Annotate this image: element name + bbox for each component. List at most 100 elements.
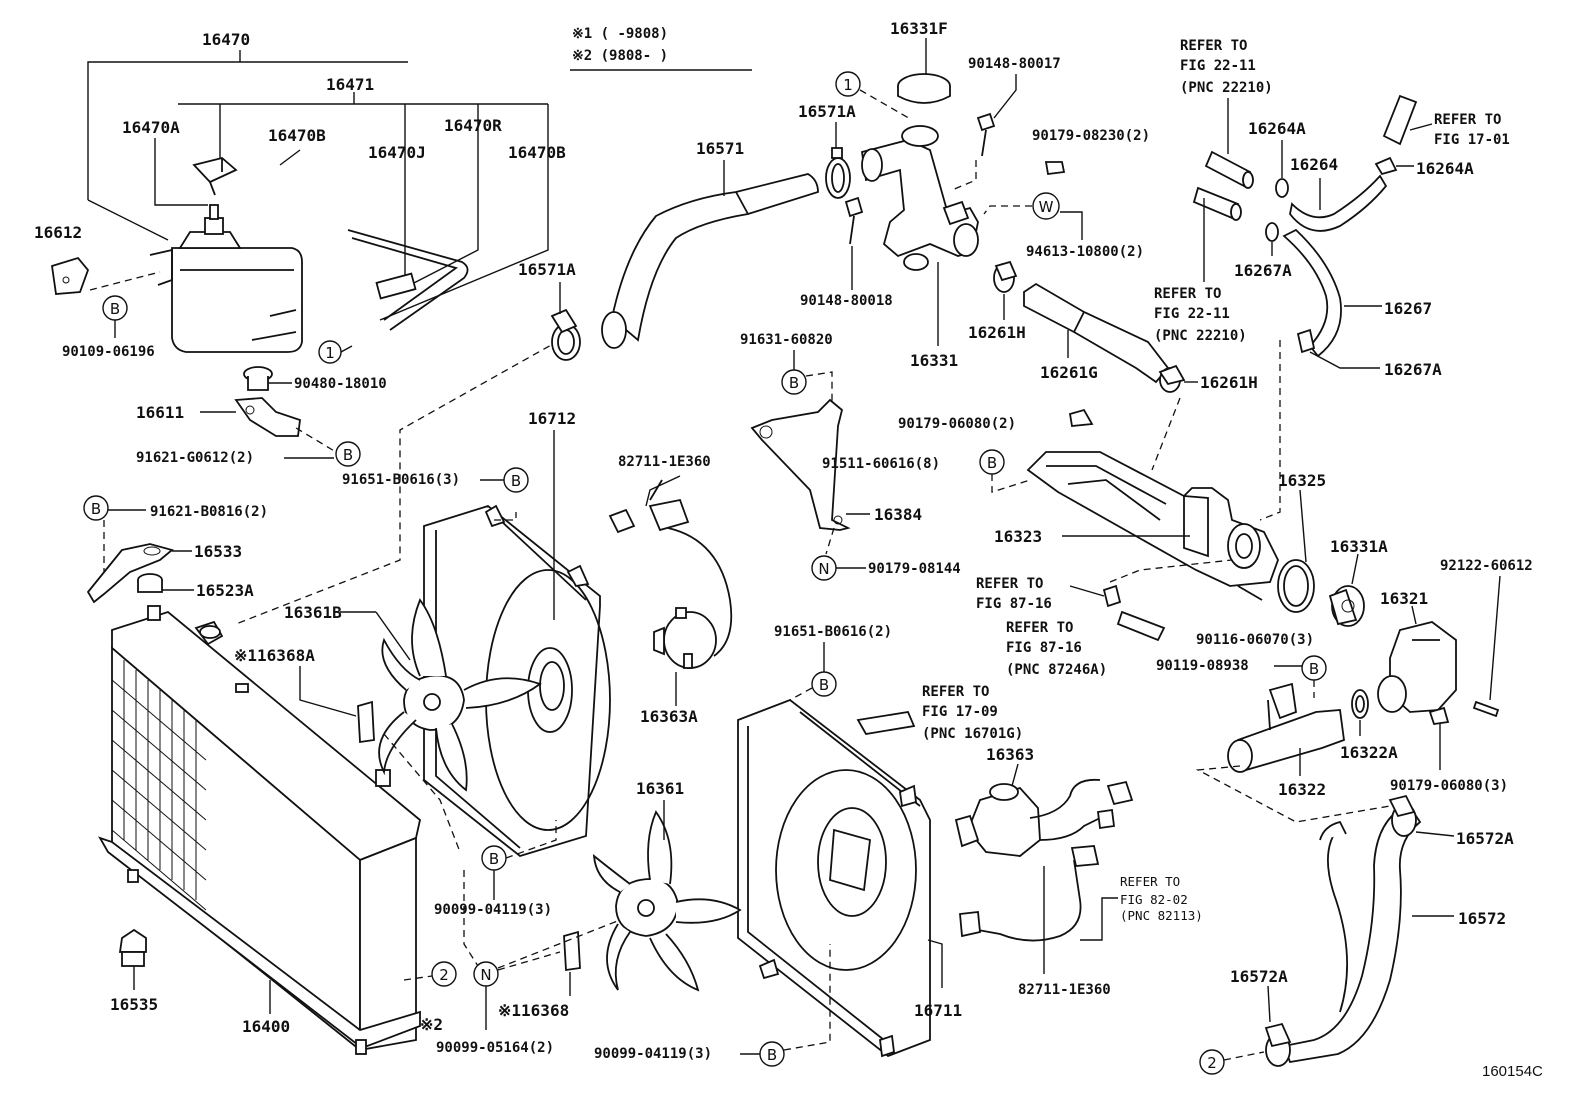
bracket-16533 (86, 543, 174, 604)
label-16471: 16471 (326, 75, 374, 94)
refer-22-11-mid-line1: REFER TO (1154, 286, 1221, 302)
dash-90148a (951, 160, 977, 191)
applicability-note-2: ※2 (9808- ) (572, 48, 668, 64)
label-16322A: 16322A (1340, 743, 1398, 762)
reservoir-tank (149, 204, 303, 353)
label-16400: 16400 (242, 1017, 290, 1036)
clamp-16267A-lower (1296, 328, 1316, 354)
leader-16361B-b (375, 611, 411, 661)
gasket-16322A (1351, 689, 1369, 719)
seal-ref-17-09 (856, 711, 916, 735)
applicability-note-1: ※1 ( -9808) (572, 26, 668, 42)
label-16331: 16331 (910, 351, 958, 370)
leader-refer-82-02 (1080, 897, 1118, 941)
housing-16323 (1026, 451, 1279, 587)
label-82711-b: 82711-1E360 (1018, 982, 1111, 998)
refer-17-09-line3: (PNC 16701G) (922, 726, 1023, 742)
label-16331F: 16331F (890, 19, 948, 38)
cushion-16523A (137, 573, 163, 593)
callout-b-90109: B (102, 295, 128, 338)
label-16470B-lower: 16470B (508, 143, 566, 162)
label-90179a: 90179-08230(2) (1032, 128, 1150, 144)
dash-16261H-lower (1151, 397, 1181, 471)
thermostat-16331A (1328, 585, 1365, 627)
label-16361B: 16361B (284, 603, 342, 622)
stud-92122 (1472, 700, 1500, 718)
label-91621B: 91621-B0816(2) (150, 504, 268, 520)
label-16533: 16533 (194, 542, 242, 561)
label-16535: 16535 (110, 995, 158, 1014)
callout-b-91651-a: B (480, 467, 529, 493)
label-16571: 16571 (696, 139, 744, 158)
svg-text:B: B (343, 446, 353, 464)
refer-82-02-line3: (PNC 82113) (1120, 908, 1203, 923)
refer-17-01-line1: REFER TO (1434, 112, 1501, 128)
nut-90179-06080-2 (1068, 408, 1094, 427)
callout-1-outlet: 1 (835, 71, 913, 121)
dash-b-91651a (494, 512, 517, 521)
label-16470: 16470 (202, 30, 250, 49)
refer-87-16-b-line1: REFER TO (1006, 620, 1073, 636)
fan-16361B (378, 598, 542, 792)
shroud-16711 (737, 698, 931, 1058)
cushion-16535 (118, 928, 147, 967)
svg-text:B: B (789, 374, 799, 392)
label-16261H-upper: 16261H (968, 323, 1026, 342)
callout-n-90099b: N (463, 870, 621, 1030)
callout-b-91511: B (979, 449, 1031, 493)
label-16368A: ※116368A (234, 646, 315, 665)
label-16261G: 16261G (1040, 363, 1098, 382)
label-16611: 16611 (136, 403, 184, 422)
refer-17-01-line2: FIG 17-01 (1434, 132, 1510, 148)
leader-82711-a (645, 475, 681, 507)
clamp-16264A-left (1275, 178, 1289, 198)
label-91621G: 91621-G0612(2) (136, 450, 254, 466)
fan-16361 (592, 810, 742, 992)
svg-text:1: 1 (325, 344, 335, 362)
label-16711: 16711 (914, 1001, 962, 1020)
hose-16264 (1289, 174, 1388, 232)
callout-b-91651-b: B (789, 642, 837, 701)
callout-n-90179b: N (811, 527, 866, 581)
clamp-16572A-upper (1388, 794, 1417, 837)
refer-82-02-line1: REFER TO (1120, 874, 1180, 889)
label-16321: 16321 (1380, 589, 1428, 608)
label-star2: ※2 (420, 1015, 443, 1034)
reservoir-cap (192, 157, 238, 196)
refer-22-11-top-line2: FIG 22-11 (1180, 58, 1256, 74)
callout-b-91621G: B (284, 441, 361, 467)
leader-16572A-upper (1415, 831, 1455, 837)
clamp-16571A-lower (550, 308, 581, 361)
svg-text:B: B (987, 454, 997, 472)
label-90179c: 90179-06080(2) (898, 416, 1016, 432)
label-16267: 16267 (1384, 299, 1432, 318)
svg-text:B: B (819, 676, 829, 694)
grommet-90480 (243, 366, 273, 391)
motor-16363A (608, 479, 733, 669)
label-91511: 91511-60616(8) (822, 456, 940, 472)
leader-16368A (299, 666, 357, 717)
refer-22-11-mid-line2: FIG 22-11 (1154, 306, 1230, 322)
label-16363: 16363 (986, 745, 1034, 764)
svg-text:B: B (767, 1046, 777, 1064)
callout-2-radiator: 2 (403, 961, 457, 987)
label-90099-c: 90099-04119(3) (594, 1046, 712, 1062)
label-90109: 90109-06196 (62, 344, 155, 360)
label-90179b: 90179-08144 (868, 561, 961, 577)
refer-87-16-b-line2: FIG 87-16 (1006, 640, 1082, 656)
label-16470R: 16470R (444, 116, 502, 135)
clip-16368 (563, 930, 581, 972)
label-16323: 16323 (994, 527, 1042, 546)
label-16571A-lower: 16571A (518, 260, 576, 279)
label-16470B-upper: 16470B (268, 126, 326, 145)
refer-82-02-line2: FIG 82-02 (1120, 892, 1188, 907)
callout-b-91631: B (781, 350, 833, 402)
dash-hose-to-radiator (235, 339, 561, 625)
label-91631: 91631-60820 (740, 332, 833, 348)
label-90480: 90480-18010 (294, 376, 387, 392)
leader-16325 (1299, 489, 1307, 563)
pipe-ref-87-16 (1116, 610, 1166, 642)
label-16712: 16712 (528, 409, 576, 428)
label-16264A-left: 16264A (1248, 119, 1306, 138)
